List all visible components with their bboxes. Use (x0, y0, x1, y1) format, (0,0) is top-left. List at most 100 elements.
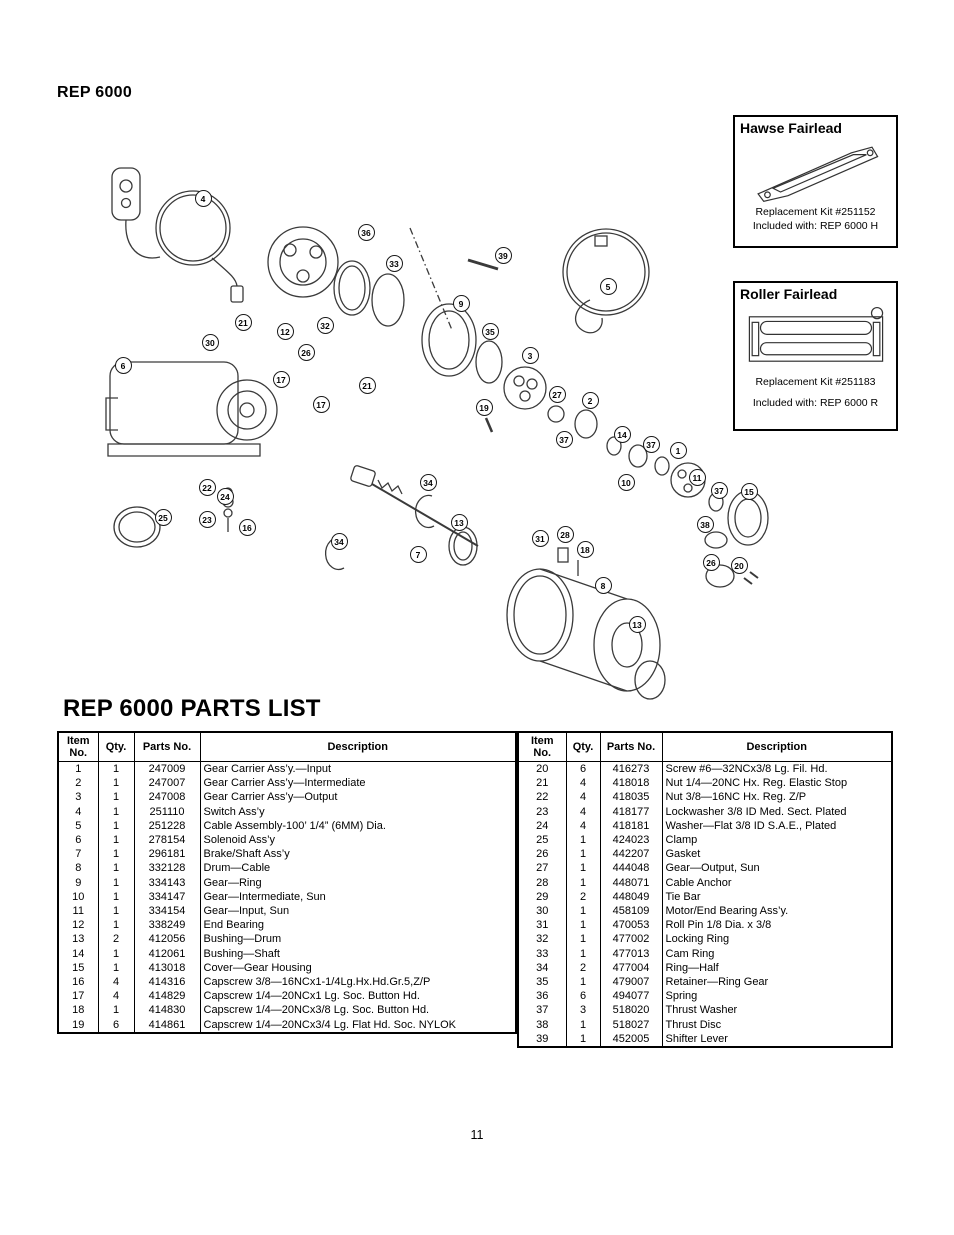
qty: 1 (97, 960, 134, 976)
parts-no: 332128 (133, 861, 200, 876)
qty: 4 (565, 804, 600, 819)
callout-20: 20 (730, 556, 748, 574)
qty: 1 (97, 804, 134, 819)
callout-17: 17 (312, 395, 330, 413)
description: Drum—Cable (199, 861, 516, 876)
parts-no: 479007 (599, 975, 662, 990)
description: Bushing—Shaft (199, 946, 516, 961)
item-no: 31 (536, 919, 549, 932)
parts-list-title: REP 6000 PARTS LIST (63, 695, 321, 722)
item-no: 6 (75, 834, 82, 847)
item-no: 8 (75, 862, 82, 875)
item-no: 20 (536, 763, 549, 775)
callout-14: 14 (613, 425, 631, 443)
callout-32: 32 (316, 316, 334, 334)
qty: 6 (565, 761, 600, 777)
callout-36: 36 (357, 223, 375, 241)
description: Retainer—Ring Gear (661, 975, 892, 990)
qty: 1 (565, 946, 600, 961)
parts-no: 418035 (599, 790, 662, 805)
item-no: 38 (536, 1018, 549, 1031)
description: Thrust Washer (661, 1003, 892, 1018)
callout-22: 22 (198, 478, 216, 496)
callout-37: 37 (710, 481, 728, 499)
qty: 1 (565, 975, 600, 990)
description: Nut 1/4—20NC Hx. Reg. Elastic Stop (661, 776, 892, 791)
parts-no: 414830 (133, 1003, 200, 1018)
callout-6: 6 (114, 356, 132, 374)
description: Thrust Disc (661, 1017, 892, 1032)
callout-26: 26 (297, 343, 315, 361)
item-no: 1 (75, 763, 82, 775)
parts-no: 477004 (599, 960, 662, 976)
hawse-included-with: Included with: REP 6000 H (752, 219, 879, 232)
qty: 1 (565, 833, 600, 848)
item-no: 9 (75, 876, 82, 889)
description: Gear Carrier Ass’y—Intermediate (199, 776, 516, 791)
item-no: 33 (536, 947, 549, 960)
parts-no: 278154 (133, 833, 200, 848)
callout-21: 21 (358, 376, 376, 394)
callout-39: 39 (494, 246, 512, 264)
parts-no: 458109 (599, 904, 662, 919)
callout-37: 37 (555, 430, 573, 448)
callout-15: 15 (740, 482, 758, 500)
description: Shifter Lever (661, 1031, 892, 1048)
qty: 2 (97, 932, 134, 947)
item-no: 35 (536, 976, 549, 989)
description: Bushing—Drum (199, 932, 516, 947)
description: Capscrew 3/8—16NCx1-1/4Lg.Hx.Hd.Gr.5,Z/P (199, 975, 516, 990)
qty: 1 (97, 790, 134, 805)
header-qty: Qty. (97, 732, 134, 762)
item-no: 12 (72, 919, 85, 932)
parts-no: 518027 (599, 1017, 662, 1032)
description: Capscrew 1/4—20NCx3/8 Lg. Soc. Button Hd… (199, 1003, 516, 1018)
item-no: 2 (75, 777, 82, 790)
description: Gear—Input, Sun (199, 904, 516, 919)
parts-no: 414316 (133, 975, 200, 990)
item-no: 14 (72, 947, 85, 960)
callout-5: 5 (599, 277, 617, 295)
parts-no: 247009 (133, 761, 200, 777)
description: Gear—Intermediate, Sun (199, 889, 516, 905)
item-no: 27 (536, 862, 549, 875)
parts-no: 251110 (133, 804, 200, 819)
parts-no: 448049 (599, 889, 662, 905)
parts-no: 444048 (599, 861, 662, 876)
qty: 1 (565, 847, 600, 862)
parts-no: 518020 (599, 1003, 662, 1018)
item-no: 19 (72, 1018, 85, 1031)
description: Locking Ring (661, 932, 892, 947)
parts-no: 247007 (133, 776, 200, 791)
description: Cover—Gear Housing (199, 960, 516, 976)
qty: 1 (97, 861, 134, 876)
qty: 1 (565, 932, 600, 947)
qty: 2 (565, 889, 600, 905)
item-no: 3 (75, 791, 82, 804)
callout-2: 2 (581, 391, 599, 409)
item-no: 29 (536, 890, 549, 903)
description: End Bearing (199, 918, 516, 933)
description: Capscrew 1/4—20NCx3/4 Lg. Flat Hd. Soc. … (199, 1017, 516, 1033)
item-no: 10 (72, 890, 85, 903)
callout-23: 23 (198, 510, 216, 528)
parts-no: 418181 (599, 818, 662, 834)
header-parts-no: Parts No. (599, 732, 662, 762)
item-no: 26 (536, 848, 549, 861)
